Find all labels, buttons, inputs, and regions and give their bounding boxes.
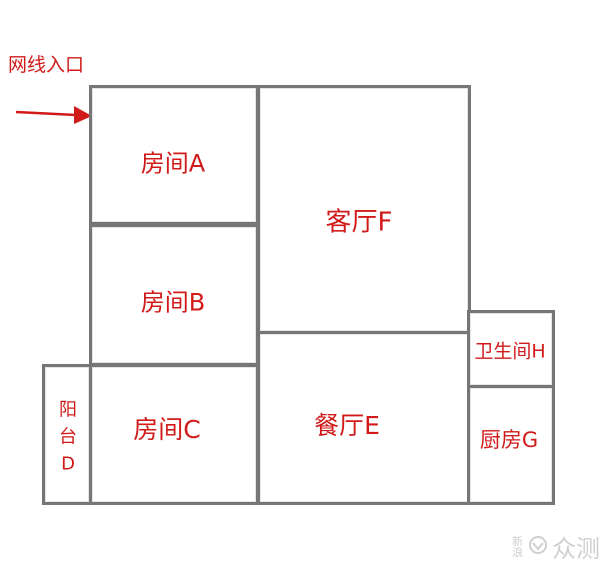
watermark: 新浪 众测	[512, 529, 600, 564]
kitchen-g	[467, 385, 555, 505]
watermark-logo-icon	[528, 535, 548, 559]
bathroom-label: 卫生间H	[474, 340, 546, 363]
watermark-small-text: 新浪	[512, 534, 523, 559]
room-b	[89, 224, 259, 366]
network-entry-label: 网线入口	[8, 54, 85, 76]
watermark-big-text: 众测	[552, 535, 600, 563]
room-c-label: 房间C	[133, 415, 201, 444]
balcony-label-char-1: 阳	[59, 399, 77, 421]
living-room-label: 客厅F	[325, 207, 393, 238]
balcony-label-char-2: 台	[59, 426, 77, 448]
kitchen-label: 厨房G	[479, 428, 539, 452]
entry-arrow-icon	[15, 106, 92, 124]
balcony-label-char-3: D	[61, 453, 75, 475]
room-a	[89, 85, 259, 225]
room-b-label: 房间B	[140, 288, 206, 317]
dining-room-label: 餐厅E	[314, 411, 380, 440]
balcony-d	[42, 364, 92, 505]
balcony-label: 阳 台 D	[59, 397, 77, 478]
room-a-label: 房间A	[140, 149, 206, 178]
